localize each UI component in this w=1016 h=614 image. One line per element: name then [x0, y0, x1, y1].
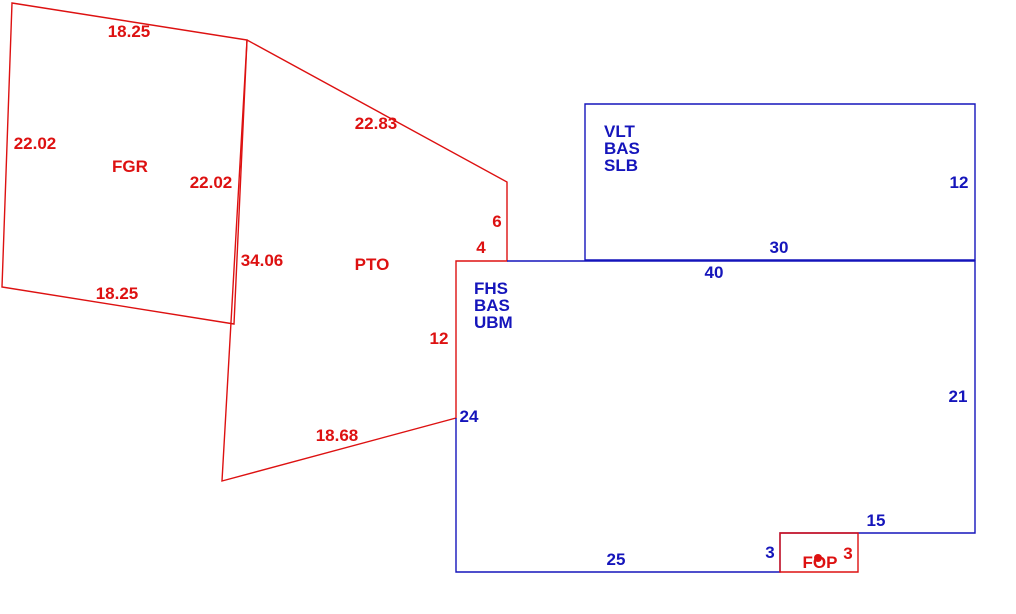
fgr-left-dimension: 22.02: [14, 134, 57, 153]
upper-bottom-dimension: 30: [770, 238, 789, 257]
main-top-dimension: 40: [705, 263, 724, 282]
pto-inner-vertical-dimension: 12: [430, 329, 449, 348]
main-code-1: FHS: [474, 279, 508, 298]
main-step-dimension: 15: [867, 511, 886, 530]
main-code-2: BAS: [474, 296, 510, 315]
fgr-area-code: FGR: [112, 157, 148, 176]
pto-outline: [221, 39, 508, 482]
upper-code-2: BAS: [604, 139, 640, 158]
area-main: 40 24 21 15 25 3 FHS BAS UBM: [455, 260, 976, 573]
main-left-dimension: 24: [460, 407, 479, 426]
pto-upper-slope-dimension: 22.83: [355, 114, 398, 133]
fgr-top-dimension: 18.25: [108, 22, 151, 41]
area-fgr: 18.25 22.02 22.02 18.25 FGR: [1, 2, 248, 325]
main-bottom-dimension: 25: [607, 550, 626, 569]
fop-right-dimension: 3: [843, 544, 852, 563]
main-right-dimension: 21: [949, 387, 968, 406]
main-outline: [455, 260, 976, 573]
fop-outline: [779, 532, 859, 573]
fop-area-code: FOP: [803, 553, 838, 572]
area-fop: 3 FOP: [779, 532, 859, 573]
fgr-right-dimension: 22.02: [190, 173, 233, 192]
area-upper: 12 30 VLT BAS SLB: [584, 103, 976, 261]
upper-code-3: SLB: [604, 156, 638, 175]
pto-step-dimension: 4: [476, 238, 486, 257]
fop-marker-dot: [814, 554, 822, 562]
area-pto: 22.83 6 4 34.06 12 18.68 PTO: [221, 39, 508, 482]
pto-left-dimension: 34.06: [241, 251, 284, 270]
main-notch-dimension: 3: [765, 543, 774, 562]
upper-code-1: VLT: [604, 122, 635, 141]
pto-right-vertical-dimension: 6: [492, 212, 501, 231]
fgr-bottom-dimension: 18.25: [96, 284, 139, 303]
fgr-outline: [1, 2, 248, 325]
upper-right-dimension: 12: [950, 173, 969, 192]
pto-lower-slope-dimension: 18.68: [316, 426, 359, 445]
main-code-3: UBM: [474, 313, 513, 332]
upper-outline: [584, 103, 976, 261]
pto-area-code: PTO: [355, 255, 390, 274]
